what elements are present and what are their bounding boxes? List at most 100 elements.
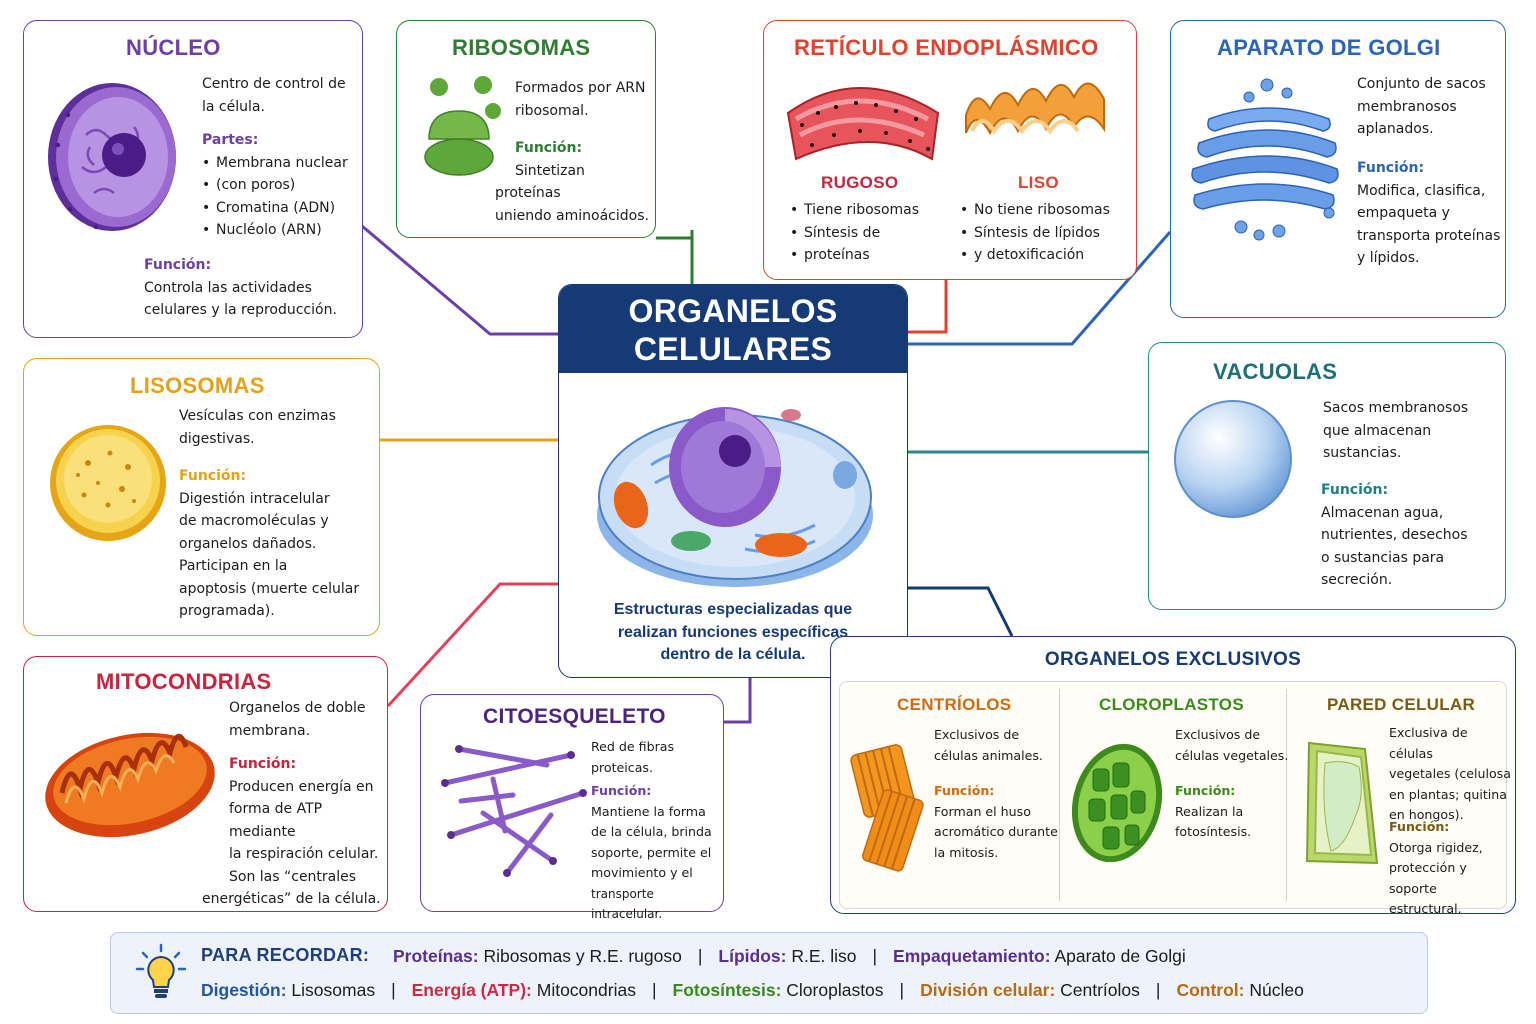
chloroplast-illustration — [1071, 743, 1163, 863]
centriolos-desc-1: Exclusivos de — [934, 727, 1020, 742]
pared-func-3: estructural. — [1389, 901, 1462, 916]
ribosomas-desc: Formados por ARN ribosomal. — [515, 77, 645, 122]
recordar-separator: | — [651, 980, 657, 1000]
pared-desc-2: vegetales (celulosa — [1389, 766, 1511, 781]
citoesqueleto-func-4: movimiento y el — [591, 865, 693, 880]
vacuolas-func-label: Función: — [1321, 482, 1389, 498]
liso-item-2: Síntesis de lípidos — [960, 222, 1110, 245]
liso-item-1: No tiene ribosomas — [960, 199, 1110, 222]
rugoso-title: RUGOSO — [821, 173, 899, 192]
cloroplastos-title: CLOROPLASTOS — [1099, 695, 1244, 714]
lisosomas-func: Función: Digestión intracelular de macro… — [179, 465, 359, 623]
recordar-key: Fotosíntesis: — [672, 980, 782, 1000]
recordar-key: Proteínas: — [393, 946, 479, 966]
vacuolas-title: VACUOLAS — [1213, 359, 1338, 384]
mitocondrias-func-4: Son las “centrales — [229, 868, 357, 885]
citoesqueleto-card: CITOESQUELETO Red de fibras proteicas. F… — [420, 694, 724, 921]
reticulo-title: RETÍCULO ENDOPLÁSMICO — [794, 35, 1099, 60]
citoesqueleto-func-1: Mantiene la forma — [591, 803, 706, 819]
vacuolas-desc: Sacos membranosos que almacenan sustanci… — [1323, 397, 1468, 465]
liso-title: LISO — [1018, 173, 1059, 192]
golgi-func-4: y lípidos. — [1357, 250, 1420, 266]
cloroplastos-desc: Exclusivos de células vegetales. — [1175, 725, 1288, 766]
recordar-label: PARA RECORDAR: — [201, 945, 370, 965]
nucleo-card: NÚCLEO Centro de control de la célula. P… — [23, 20, 363, 338]
vacuolas-func-3: o sustancias para — [1321, 549, 1445, 566]
cell-wall-illustration — [1305, 741, 1379, 865]
vacuolas-desc-2: que almacenan — [1323, 422, 1432, 439]
centriolos-desc: Exclusivos de células animales. — [934, 725, 1043, 766]
mitocondrias-desc-1: Organelos de doble — [229, 700, 366, 716]
recordar-value: R.E. liso — [786, 946, 857, 966]
nucleo-parts: Partes: Membrana nuclear (con poros) Cro… — [202, 129, 348, 242]
vacuolas-func-4: secreción. — [1321, 572, 1393, 588]
recordar-key: Lípidos: — [718, 946, 787, 966]
golgi-desc-3: aplanados. — [1357, 121, 1434, 137]
mitocondrias-title: MITOCONDRIAS — [96, 669, 272, 694]
recordar-value: Aparato de Golgi — [1050, 946, 1186, 966]
recordar-key: Energía (ATP): — [411, 980, 532, 1000]
citoesqueleto-func-label: Función: — [591, 783, 652, 798]
recordar-value: Mitocondrias — [531, 980, 636, 1000]
mitochondria-illustration — [45, 732, 215, 838]
nucleo-parts-label: Partes: — [202, 132, 259, 148]
citoesqueleto-func-3: soporte, permite el — [591, 844, 712, 860]
nucleus-illustration — [48, 83, 176, 231]
smooth-er-illustration — [965, 82, 1105, 136]
lisosomas-title: LISOSOMAS — [130, 373, 265, 398]
nucleo-func-2: celulares y la reproducción. — [144, 302, 337, 318]
ribosome-illustration — [424, 76, 501, 176]
mitocondrias-func-label: Función: — [229, 756, 297, 772]
golgi-card: APARATO DE GOLGI Conjunto de sacos membr… — [1170, 20, 1506, 318]
golgi-func-1: Modifica, clasifica, — [1357, 182, 1486, 199]
lisosomas-func-6: programada). — [179, 603, 275, 619]
mitocondrias-desc-2: membrana. — [229, 722, 311, 739]
recordar-row-1: Proteínas: Ribosomas y R.E. rugoso | Lípid… — [393, 945, 1186, 967]
citoesqueleto-func-2: de la célula, brinda — [591, 824, 712, 839]
lisosomas-func-5: apoptosis (muerte celular — [179, 580, 360, 597]
ribosomas-card: RIBOSOMAS Formados por ARN ribosomal. Fu… — [396, 20, 656, 238]
lisosomas-func-2: de macromoléculas y — [179, 513, 329, 529]
ribosomas-desc-1: Formados por ARN — [515, 80, 646, 96]
vacuole-illustration — [1174, 400, 1292, 518]
rugoso-list: Tiene ribosomas Síntesis de proteínas — [790, 199, 919, 267]
recordar-separator: | — [1155, 980, 1161, 1000]
pared-desc-3: en plantas; quitina — [1389, 786, 1507, 802]
mitocondrias-desc: Organelos de doble membrana. — [229, 697, 365, 742]
centriolos-func-1: Forman el huso — [934, 803, 1031, 819]
nucleo-part-2: Cromatina (ADN) — [202, 197, 348, 220]
vacuolas-card: VACUOLAS Sacos membranosos que almacenan… — [1148, 342, 1506, 610]
golgi-title: APARATO DE GOLGI — [1217, 35, 1441, 60]
mitocondrias-card: MITOCONDRIAS Organelos de doble membrana… — [23, 656, 388, 912]
centriolos-func-2: acromático durante — [934, 824, 1058, 839]
citoesqueleto-desc-2: proteicas. — [591, 759, 653, 775]
center-subtitle-2: realizan funciones específicas — [617, 623, 849, 641]
vacuolas-func-2: nutrientes, desechos — [1321, 527, 1468, 543]
recordar-separator: | — [391, 980, 396, 1000]
recordar-separator: | — [697, 946, 703, 966]
pared-desc: Exclusiva de células vegetales (celulosa… — [1389, 723, 1515, 826]
mitocondrias-func: Función: Producen energía en forma de AT… — [202, 753, 384, 911]
lisosomas-desc-1: Vesículas con enzimas — [179, 408, 336, 424]
pared-func-2: protección y soporte — [1389, 860, 1467, 896]
recordar-value: Cloroplastos — [781, 980, 884, 1000]
nucleo-func-1: Controla las actividades — [144, 279, 312, 296]
recordar-value: Centríolos — [1055, 980, 1140, 1000]
nucleo-part-3: Nucléolo (ARN) — [202, 219, 348, 242]
recordar-value: Ribosomas y R.E. rugoso — [478, 946, 682, 966]
rough-er-illustration — [786, 87, 940, 161]
centriolos-title: CENTRÍOLOS — [897, 695, 1012, 714]
pared-desc-1: Exclusiva de células — [1389, 725, 1468, 761]
cytoskeleton-illustration — [441, 745, 587, 877]
lisosomas-card: LISOSOMAS Vesículas con enzimas digestiv… — [23, 358, 380, 636]
cloroplastos-desc-1: Exclusivos de — [1175, 727, 1261, 742]
ribosomas-title: RIBOSOMAS — [452, 35, 591, 60]
golgi-illustration — [1191, 78, 1339, 241]
nucleo-title: NÚCLEO — [126, 35, 221, 60]
cloroplastos-func-2: fotosíntesis. — [1175, 824, 1252, 839]
golgi-func-2: empaqueta y — [1357, 205, 1450, 221]
ribosomas-func-label: Función: — [515, 140, 583, 156]
mitocondrias-func-5: energéticas” de la célula. — [202, 891, 381, 907]
mitocondrias-func-1: Producen energía en — [229, 778, 374, 795]
